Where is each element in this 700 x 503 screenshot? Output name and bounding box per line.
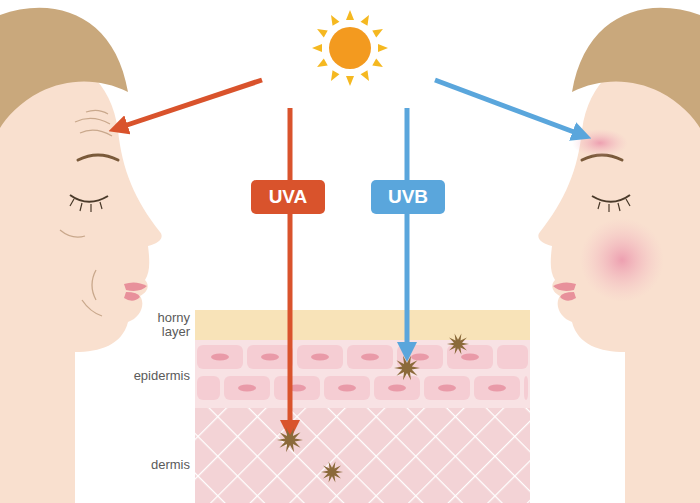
layer-label: epidermis bbox=[110, 369, 190, 383]
uv-label: UVA bbox=[269, 187, 308, 208]
uv-label: UVB bbox=[388, 187, 428, 208]
layer-label: horny layer bbox=[142, 311, 190, 340]
uv-label-box: UVB bbox=[371, 180, 445, 214]
layer-label: dermis bbox=[110, 458, 190, 472]
uv-label-box: UVA bbox=[251, 180, 325, 214]
